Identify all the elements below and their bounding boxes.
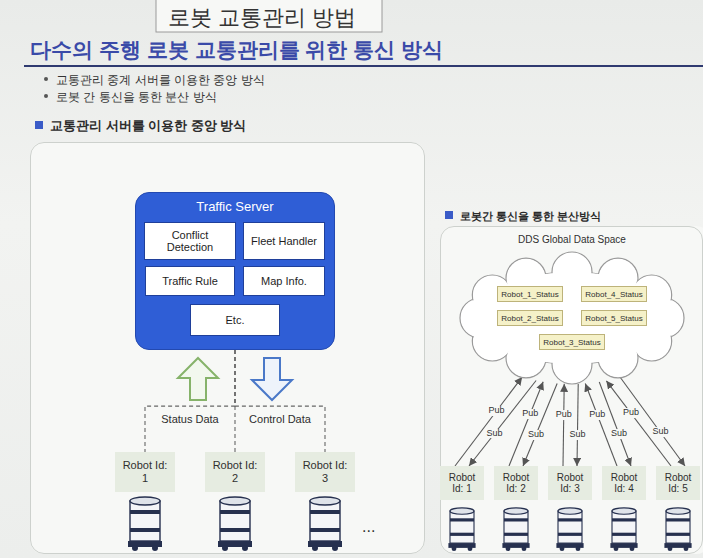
edge-label: Sub (651, 427, 669, 437)
module-box: Etc. (190, 304, 280, 336)
node-text: Map Info. (261, 275, 307, 287)
robot-figure (448, 508, 475, 551)
dashed-bus-line (235, 350, 325, 452)
node-text: Robot Id: 3 (302, 459, 348, 484)
edge-label: Pub (521, 409, 539, 419)
node-text: 로봇간 통신을 통한 분산방식 (445, 209, 601, 224)
pubsub-arrow (509, 382, 543, 466)
bullet-text: 로봇 간 통신을 통한 분산 방식 (44, 89, 217, 106)
flow-label: Status Data (159, 413, 220, 425)
module-box: Fleet Handler (243, 222, 325, 260)
status-box: Robot_1_Status (497, 286, 563, 302)
edge-label: Sub (527, 430, 545, 440)
node-text: DDS Global Data Space (460, 234, 684, 245)
node-text: Fleet Handler (251, 235, 317, 247)
node-text: Traffic Server (136, 193, 334, 214)
node-text: Robot Id: 3 (553, 472, 587, 495)
node-text: Robot_3_Status (543, 338, 600, 347)
panel-ground (30, 142, 425, 554)
bullet-text: 교통관리 중계 서버를 이용한 중앙 방식 (44, 72, 265, 89)
edge-label: Pub (555, 410, 573, 420)
node-text: Robot_2_Status (501, 314, 558, 323)
robot-id-box: Robot Id: 5 (656, 466, 700, 500)
panel-region: 로봇간 통신을 통한 분산방식DDS Global Data SpaceRobo… (440, 226, 703, 554)
robot-id-box: Robot Id: 1 (440, 466, 484, 500)
module-box: Traffic Rule (145, 266, 235, 296)
status-box: Robot_2_Status (497, 310, 563, 326)
node-text: Robot_1_Status (501, 290, 558, 299)
heading-rule (24, 65, 703, 67)
cloud-fill (553, 345, 591, 383)
robot-figure (218, 497, 252, 551)
pubsub-arrow (620, 378, 685, 466)
pubsub-arrow (563, 384, 564, 466)
node-text: Robot Id: 4 (607, 472, 641, 495)
data-space-cloud: DDS Global Data SpaceRobot_1_StatusRobot… (460, 250, 684, 386)
robot-figure (502, 508, 529, 551)
title-tab (156, 0, 382, 32)
node-text: Conflict Detection (147, 229, 233, 254)
control-down-arrow (252, 358, 292, 400)
robot-id-box: Robot Id: 4 (602, 466, 646, 500)
robot-id-box: Robot Id: 2 (494, 466, 538, 500)
robot-figure (610, 508, 637, 551)
edge-label: Sub (610, 429, 628, 439)
pubsub-arrow (599, 382, 631, 466)
robot-figure (308, 497, 342, 551)
robot-figure (128, 497, 162, 551)
node-text: Robot_5_Status (585, 314, 642, 323)
node-text: Robot_4_Status (585, 290, 642, 299)
status-up-arrow (178, 358, 218, 400)
cloud-fill (633, 322, 671, 360)
robot-id-box: Robot Id: 1 (115, 452, 175, 492)
panel-region: 교통관리 서버를 이용한 중앙 방식Traffic ServerConflict… (30, 142, 425, 554)
ellipsis-mark: ... (362, 518, 375, 536)
node-text: Robot Id: 1 (122, 459, 168, 484)
pubsub-arrow (585, 384, 617, 466)
pubsub-arrow (606, 381, 671, 466)
node-text: Robot Id: 2 (499, 472, 533, 495)
module-box: Map Info. (243, 266, 325, 296)
node-text: Etc. (226, 314, 245, 326)
robot-id-box: Robot Id: 3 (548, 466, 592, 500)
robot-id-box: Robot Id: 2 (205, 452, 265, 492)
node-text: Robot Id: 1 (445, 472, 479, 495)
node-text: Traffic Rule (162, 275, 218, 287)
edge-label: Sub (568, 430, 586, 440)
panel-ground (440, 226, 703, 554)
slide-title: 로봇 교통관리 방법 (168, 3, 356, 33)
server-box: Traffic ServerConflict Detection Fleet Ha… (135, 192, 335, 350)
edge-label: Sub (485, 429, 503, 439)
dashed-bus-line (145, 350, 235, 452)
edge-label: Pub (622, 408, 640, 418)
edge-label: Pub (588, 410, 606, 420)
edge-label: Pub (488, 406, 506, 416)
node-text: 교통관리 서버를 이용한 중앙 방식 (35, 117, 246, 135)
node-text: Robot Id: 2 (212, 459, 258, 484)
status-box: Robot_3_Status (539, 334, 605, 350)
flow-label: Control Data (247, 413, 313, 425)
node-text: Robot Id: 5 (661, 472, 695, 495)
pubsub-arrow (455, 377, 522, 466)
robot-figure (556, 508, 583, 551)
pubsub-arrow (577, 384, 578, 466)
status-box: Robot_4_Status (581, 286, 647, 302)
cloud-outline (460, 250, 684, 386)
slide-heading: 다수의 주행 로봇 교통관리를 위한 통신 방식 (30, 36, 443, 64)
module-box: Conflict Detection (144, 222, 236, 260)
pubsub-arrow (523, 383, 557, 466)
robot-figure (664, 508, 691, 551)
robot-id-box: Robot Id: 3 (295, 452, 355, 492)
status-box: Robot_5_Status (581, 310, 647, 326)
